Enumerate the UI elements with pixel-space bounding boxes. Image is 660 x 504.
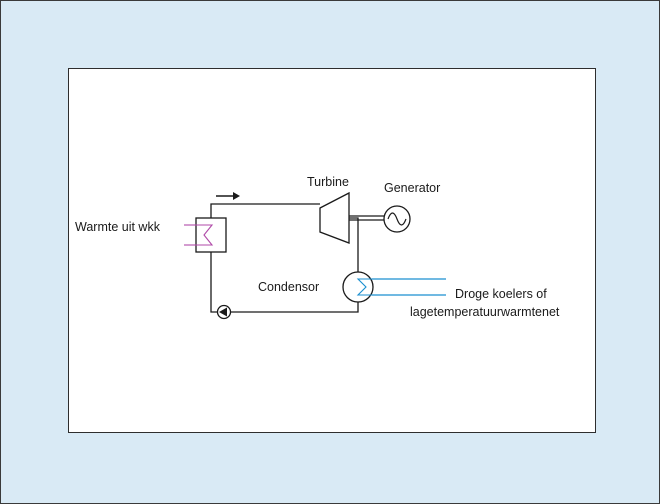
condenser-icon (342, 271, 374, 303)
sine-wave-icon (383, 205, 411, 233)
heat-source-label: Warmte uit wkk (75, 220, 161, 234)
cooler-label-line1: Droge koelers of (455, 287, 547, 301)
turbine-label: Turbine (307, 175, 349, 189)
pipe-top (210, 203, 320, 218)
pipe-return-left (210, 252, 218, 313)
heat-exchanger-icon (184, 217, 227, 253)
cooling-lines (372, 278, 446, 296)
pipe-turbine-to-condenser (349, 217, 359, 272)
turbine-shaft (349, 215, 384, 221)
condenser-label: Condensor (258, 280, 319, 294)
diagram-panel (68, 68, 596, 433)
pump-icon (216, 304, 232, 320)
cooler-label-line2: lagetemperatuurwarmtenet (410, 305, 560, 319)
generator-label: Generator (384, 181, 440, 195)
arrow-right-icon (216, 192, 240, 200)
cycle-piping (210, 203, 359, 313)
pipe-bottom (230, 302, 359, 313)
turbine-icon (319, 191, 350, 244)
